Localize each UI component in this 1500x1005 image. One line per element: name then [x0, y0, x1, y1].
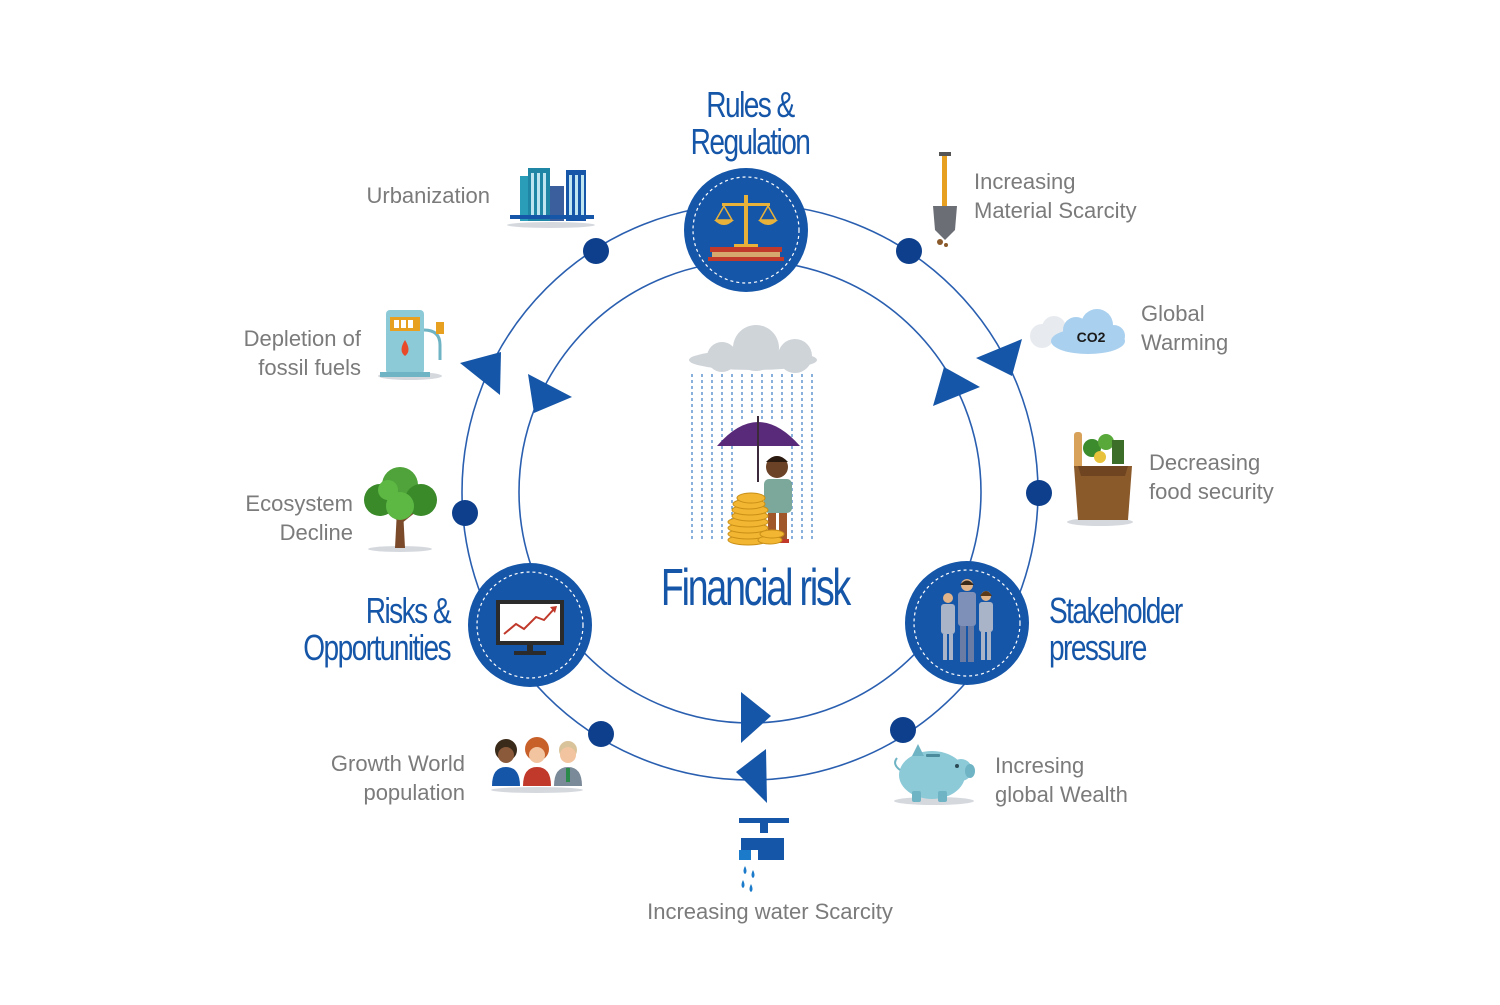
- label-line: Increasing: [974, 169, 1076, 194]
- connector-dot: [583, 238, 609, 264]
- hub-title-line: pressure: [1049, 627, 1147, 668]
- label-line: food security: [1149, 479, 1274, 504]
- label-water-scarcity: Increasing water Scarcity: [610, 897, 930, 926]
- coins-icon: [727, 492, 785, 546]
- label-line: Growth World: [330, 751, 465, 776]
- water-tap-icon: [739, 818, 789, 892]
- label-line: Increasing water Scarcity: [647, 899, 893, 924]
- label-global-warming: Global Warming: [1141, 299, 1281, 357]
- arrow-icon: [460, 352, 501, 395]
- label-fossil-fuels: Depletion of fossil fuels: [190, 324, 361, 382]
- scales-icon: [684, 168, 808, 292]
- center-title: Financial risk: [660, 559, 851, 617]
- label-material-scarcity: Increasing Material Scarcity: [974, 167, 1194, 225]
- co2-cloud-icon: [1030, 309, 1125, 354]
- connector-dot: [588, 721, 614, 747]
- label-line: Ecosystem: [245, 491, 353, 516]
- label-urbanization: Urbanization: [290, 181, 490, 210]
- hub-title-line: Opportunities: [303, 627, 451, 668]
- grocery-bag-icon: [1067, 432, 1133, 526]
- label-line: Decreasing: [1149, 450, 1261, 475]
- label-food-security: Decreasing food security: [1149, 448, 1309, 506]
- label-line: Global: [1141, 301, 1205, 326]
- label-line: Incresing: [995, 753, 1085, 778]
- shovel-icon: [933, 152, 957, 247]
- label-global-wealth: Incresing global Wealth: [995, 751, 1165, 809]
- hub-title-rules-regulation: Rules & Regulation: [672, 86, 828, 160]
- arrow-icon: [736, 749, 767, 803]
- hub-title-stakeholder-pressure: Stakeholder pressure: [1049, 592, 1213, 666]
- hub-title-risks-opportunities: Risks & Opportunities: [286, 590, 452, 668]
- hub-title-line: Risks &: [365, 590, 452, 631]
- chart-monitor-icon: [468, 563, 592, 687]
- label-ecosystem-decline: Ecosystem Decline: [200, 489, 353, 547]
- fuel-pump-icon: [378, 310, 444, 380]
- label-line: Decline: [279, 520, 353, 545]
- connector-dot: [1026, 480, 1052, 506]
- arrow-icon: [933, 367, 980, 406]
- label-line: Urbanization: [366, 183, 490, 208]
- label-line: Depletion of: [243, 326, 361, 351]
- business-people-icon: [905, 561, 1029, 685]
- label-line: Warming: [1141, 330, 1229, 355]
- rain-cloud-icon: [689, 325, 817, 540]
- label-world-population: Growth World population: [290, 749, 465, 807]
- co2-label: CO2: [1076, 329, 1106, 345]
- piggy-bank-icon: [894, 744, 975, 805]
- arrow-icon: [528, 374, 572, 413]
- label-line: Material Scarcity: [974, 198, 1137, 223]
- label-line: population: [363, 780, 465, 805]
- hub-title-line: Regulation: [690, 121, 811, 162]
- arrow-icon: [976, 339, 1022, 376]
- label-line: global Wealth: [995, 782, 1128, 807]
- arrow-icon: [741, 692, 771, 743]
- connector-dot: [890, 717, 916, 743]
- people-icon: [491, 737, 583, 793]
- label-line: fossil fuels: [258, 355, 361, 380]
- hub-title-line: Rules &: [706, 84, 795, 125]
- hub-title-line: Stakeholder: [1049, 590, 1183, 631]
- buildings-icon: [507, 168, 595, 228]
- connector-dot: [896, 238, 922, 264]
- umbrella-person-icon: [717, 416, 800, 543]
- tree-icon: [364, 467, 437, 552]
- connector-dot: [452, 500, 478, 526]
